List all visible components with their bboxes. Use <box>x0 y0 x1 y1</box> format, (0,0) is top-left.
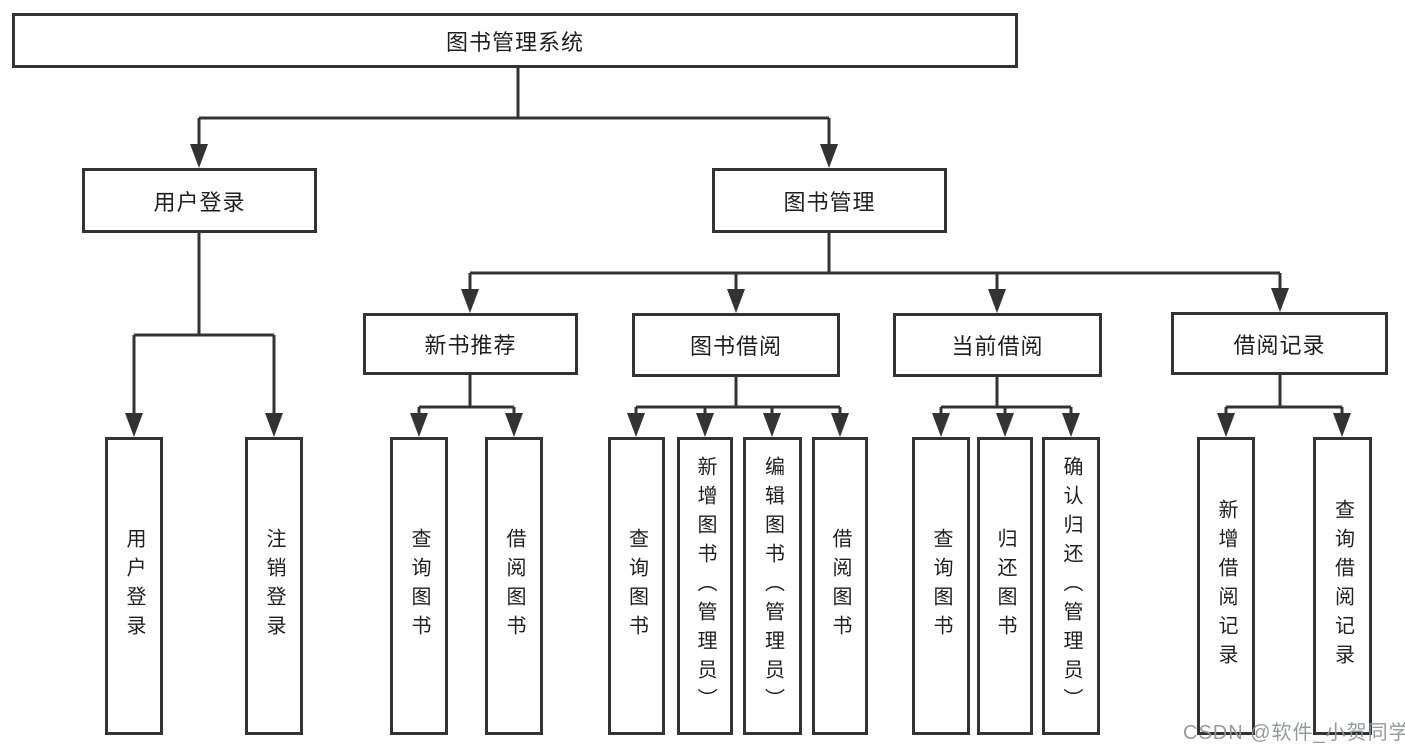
leaf-logout: 注销登录 <box>245 437 303 735</box>
leaf-borrow-books-2: 借阅图书 <box>812 437 868 735</box>
connector-root-to-level2 <box>197 68 831 164</box>
leaf-confirm-return-admin: 确认归还（管理员） <box>1042 437 1100 735</box>
node-library-system: 图书管理系统 <box>12 13 1018 68</box>
leaf-query-borrow-record: 查询借阅记录 <box>1313 437 1372 735</box>
arrowhead-down-icon <box>820 144 838 168</box>
node-label: 图书管理 <box>783 189 876 215</box>
node-new-book-recommend: 新书推荐 <box>363 313 578 375</box>
leaf-label: 编辑图书（管理员） <box>761 455 784 717</box>
arrowhead-down-icon <box>627 413 645 437</box>
connector-newbooks-to-leaves <box>417 375 516 433</box>
leaf-edit-books-admin: 编辑图书（管理员） <box>743 437 802 735</box>
arrowhead-down-icon <box>265 413 283 437</box>
node-borrow-records: 借阅记录 <box>1171 312 1388 375</box>
arrowhead-down-icon <box>190 144 208 168</box>
arrowhead-down-icon <box>1271 288 1289 312</box>
arrowhead-down-icon <box>505 413 523 437</box>
leaf-borrow-books-1: 借阅图书 <box>485 437 543 735</box>
leaf-label: 确认归还（管理员） <box>1060 455 1082 717</box>
arrowhead-down-icon <box>461 289 479 313</box>
leaf-label: 注销登录 <box>263 528 285 644</box>
leaf-return-books: 归还图书 <box>977 437 1033 735</box>
leaf-label: 查询图书 <box>930 528 952 644</box>
leaf-label: 查询借阅记录 <box>1331 499 1354 673</box>
connector-records-to-leaves <box>1224 375 1344 433</box>
leaf-add-borrow-record: 新增借阅记录 <box>1197 437 1255 735</box>
csdn-watermark: CSDN @软件_小贺同学 <box>1183 722 1405 744</box>
leaf-add-books-admin: 新增图书（管理员） <box>677 437 733 735</box>
node-label: 新书推荐 <box>424 333 517 358</box>
node-label: 用户登录 <box>153 189 246 215</box>
node-user-login: 用户登录 <box>82 168 317 233</box>
arrowhead-down-icon <box>996 413 1014 437</box>
leaf-query-books-1: 查询图书 <box>390 437 448 735</box>
node-label: 图书借阅 <box>689 334 782 359</box>
node-current-borrow: 当前借阅 <box>893 313 1102 377</box>
leaf-label: 新增借阅记录 <box>1215 499 1237 673</box>
arrowhead-down-icon <box>1333 413 1351 437</box>
node-book-management: 图书管理 <box>712 168 947 233</box>
connector-bookmgmt-to-level3 <box>468 233 1282 309</box>
arrowhead-down-icon <box>831 413 849 437</box>
leaf-label: 查询图书 <box>625 528 648 644</box>
node-book-borrow: 图书借阅 <box>632 313 840 377</box>
connector-borrow-to-leaves <box>634 377 842 433</box>
leaf-user-login: 用户登录 <box>105 437 163 735</box>
arrowhead-down-icon <box>1217 413 1235 437</box>
arrowhead-down-icon <box>763 413 781 437</box>
arrowhead-down-icon <box>1062 413 1080 437</box>
node-label: 当前借阅 <box>951 334 1044 359</box>
leaf-label: 借阅图书 <box>829 528 851 644</box>
leaf-label: 新增图书（管理员） <box>694 455 716 717</box>
arrowhead-down-icon <box>696 413 714 437</box>
node-label: 借阅记录 <box>1233 332 1326 358</box>
connector-userlogin-to-leaves <box>132 233 276 433</box>
node-label: 图书管理系统 <box>445 29 584 55</box>
leaf-label: 借阅图书 <box>503 528 525 644</box>
leaf-label: 归还图书 <box>994 528 1016 644</box>
arrowhead-down-icon <box>727 289 745 313</box>
arrowhead-down-icon <box>125 413 143 437</box>
leaf-label: 用户登录 <box>123 528 145 644</box>
leaf-query-books-2: 查询图书 <box>608 437 665 735</box>
leaf-label: 查询图书 <box>408 528 430 644</box>
arrowhead-down-icon <box>988 289 1006 313</box>
arrowhead-down-icon <box>932 413 950 437</box>
arrowhead-down-icon <box>410 413 428 437</box>
leaf-query-books-3: 查询图书 <box>912 437 970 735</box>
